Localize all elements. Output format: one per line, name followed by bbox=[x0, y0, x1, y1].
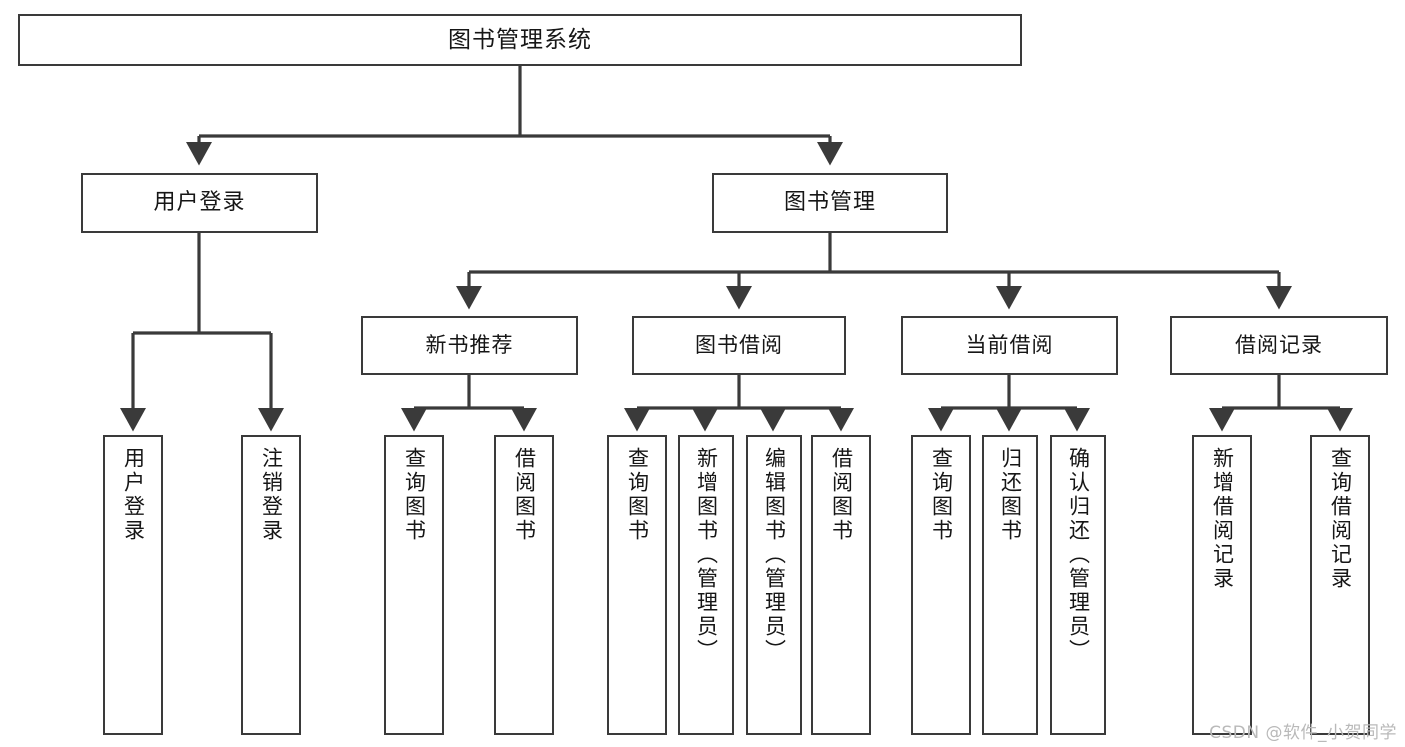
node-label: 图书管理系统 bbox=[448, 26, 592, 53]
leaf-current-borrow-query-books[interactable]: 查询图书 bbox=[911, 435, 971, 735]
node-book-borrow[interactable]: 图书借阅 bbox=[632, 316, 846, 375]
leaf-borrow-record-query-record[interactable]: 查询借阅记录 bbox=[1310, 435, 1370, 735]
node-root-book-management-system[interactable]: 图书管理系统 bbox=[18, 14, 1022, 66]
node-label: 借阅记录 bbox=[1235, 333, 1323, 358]
node-label: 图书管理 bbox=[783, 190, 876, 216]
leaf-new-book-query-books[interactable]: 查询图书 bbox=[384, 435, 444, 735]
node-label: 新增借阅记录 bbox=[1210, 447, 1235, 591]
node-new-book-recommend[interactable]: 新书推荐 bbox=[361, 316, 578, 375]
node-label: 借阅图书 bbox=[829, 447, 854, 543]
leaf-user-login-logout[interactable]: 注销登录 bbox=[241, 435, 301, 735]
node-book-management[interactable]: 图书管理 bbox=[712, 173, 948, 233]
node-label: 用户登录 bbox=[121, 447, 146, 543]
node-label: 注销登录 bbox=[259, 447, 284, 543]
leaf-new-book-borrow-books[interactable]: 借阅图书 bbox=[494, 435, 554, 735]
leaf-book-borrow-edit-book-admin[interactable]: 编辑图书（管理员） bbox=[746, 435, 802, 735]
node-label: 查询图书 bbox=[929, 447, 954, 543]
node-label: 归还图书 bbox=[998, 447, 1023, 543]
leaf-user-login-login[interactable]: 用户登录 bbox=[103, 435, 163, 735]
node-label: 编辑图书（管理员） bbox=[762, 447, 787, 663]
node-user-login[interactable]: 用户登录 bbox=[81, 173, 318, 233]
leaf-current-borrow-confirm-return-admin[interactable]: 确认归还（管理员） bbox=[1050, 435, 1106, 735]
leaf-book-borrow-borrow-books[interactable]: 借阅图书 bbox=[811, 435, 871, 735]
node-label: 借阅图书 bbox=[512, 447, 537, 543]
node-label: 图书借阅 bbox=[695, 333, 783, 358]
node-label: 当前借阅 bbox=[965, 333, 1054, 358]
leaf-current-borrow-return-books[interactable]: 归还图书 bbox=[982, 435, 1038, 735]
node-label: 查询借阅记录 bbox=[1328, 447, 1353, 591]
leaf-borrow-record-add-record[interactable]: 新增借阅记录 bbox=[1192, 435, 1252, 735]
csdn-watermark: CSDN @软件_小贺同学 bbox=[1209, 723, 1397, 743]
leaf-book-borrow-query-books[interactable]: 查询图书 bbox=[607, 435, 667, 735]
node-label: 用户登录 bbox=[153, 190, 246, 216]
node-current-borrow[interactable]: 当前借阅 bbox=[901, 316, 1118, 375]
node-label: 查询图书 bbox=[402, 447, 427, 543]
leaf-book-borrow-add-book-admin[interactable]: 新增图书（管理员） bbox=[678, 435, 734, 735]
node-label: 新书推荐 bbox=[425, 333, 514, 358]
node-label: 新增图书（管理员） bbox=[694, 447, 719, 663]
node-borrow-record[interactable]: 借阅记录 bbox=[1170, 316, 1388, 375]
node-label: 确认归还（管理员） bbox=[1066, 447, 1091, 663]
node-label: 查询图书 bbox=[625, 447, 650, 543]
